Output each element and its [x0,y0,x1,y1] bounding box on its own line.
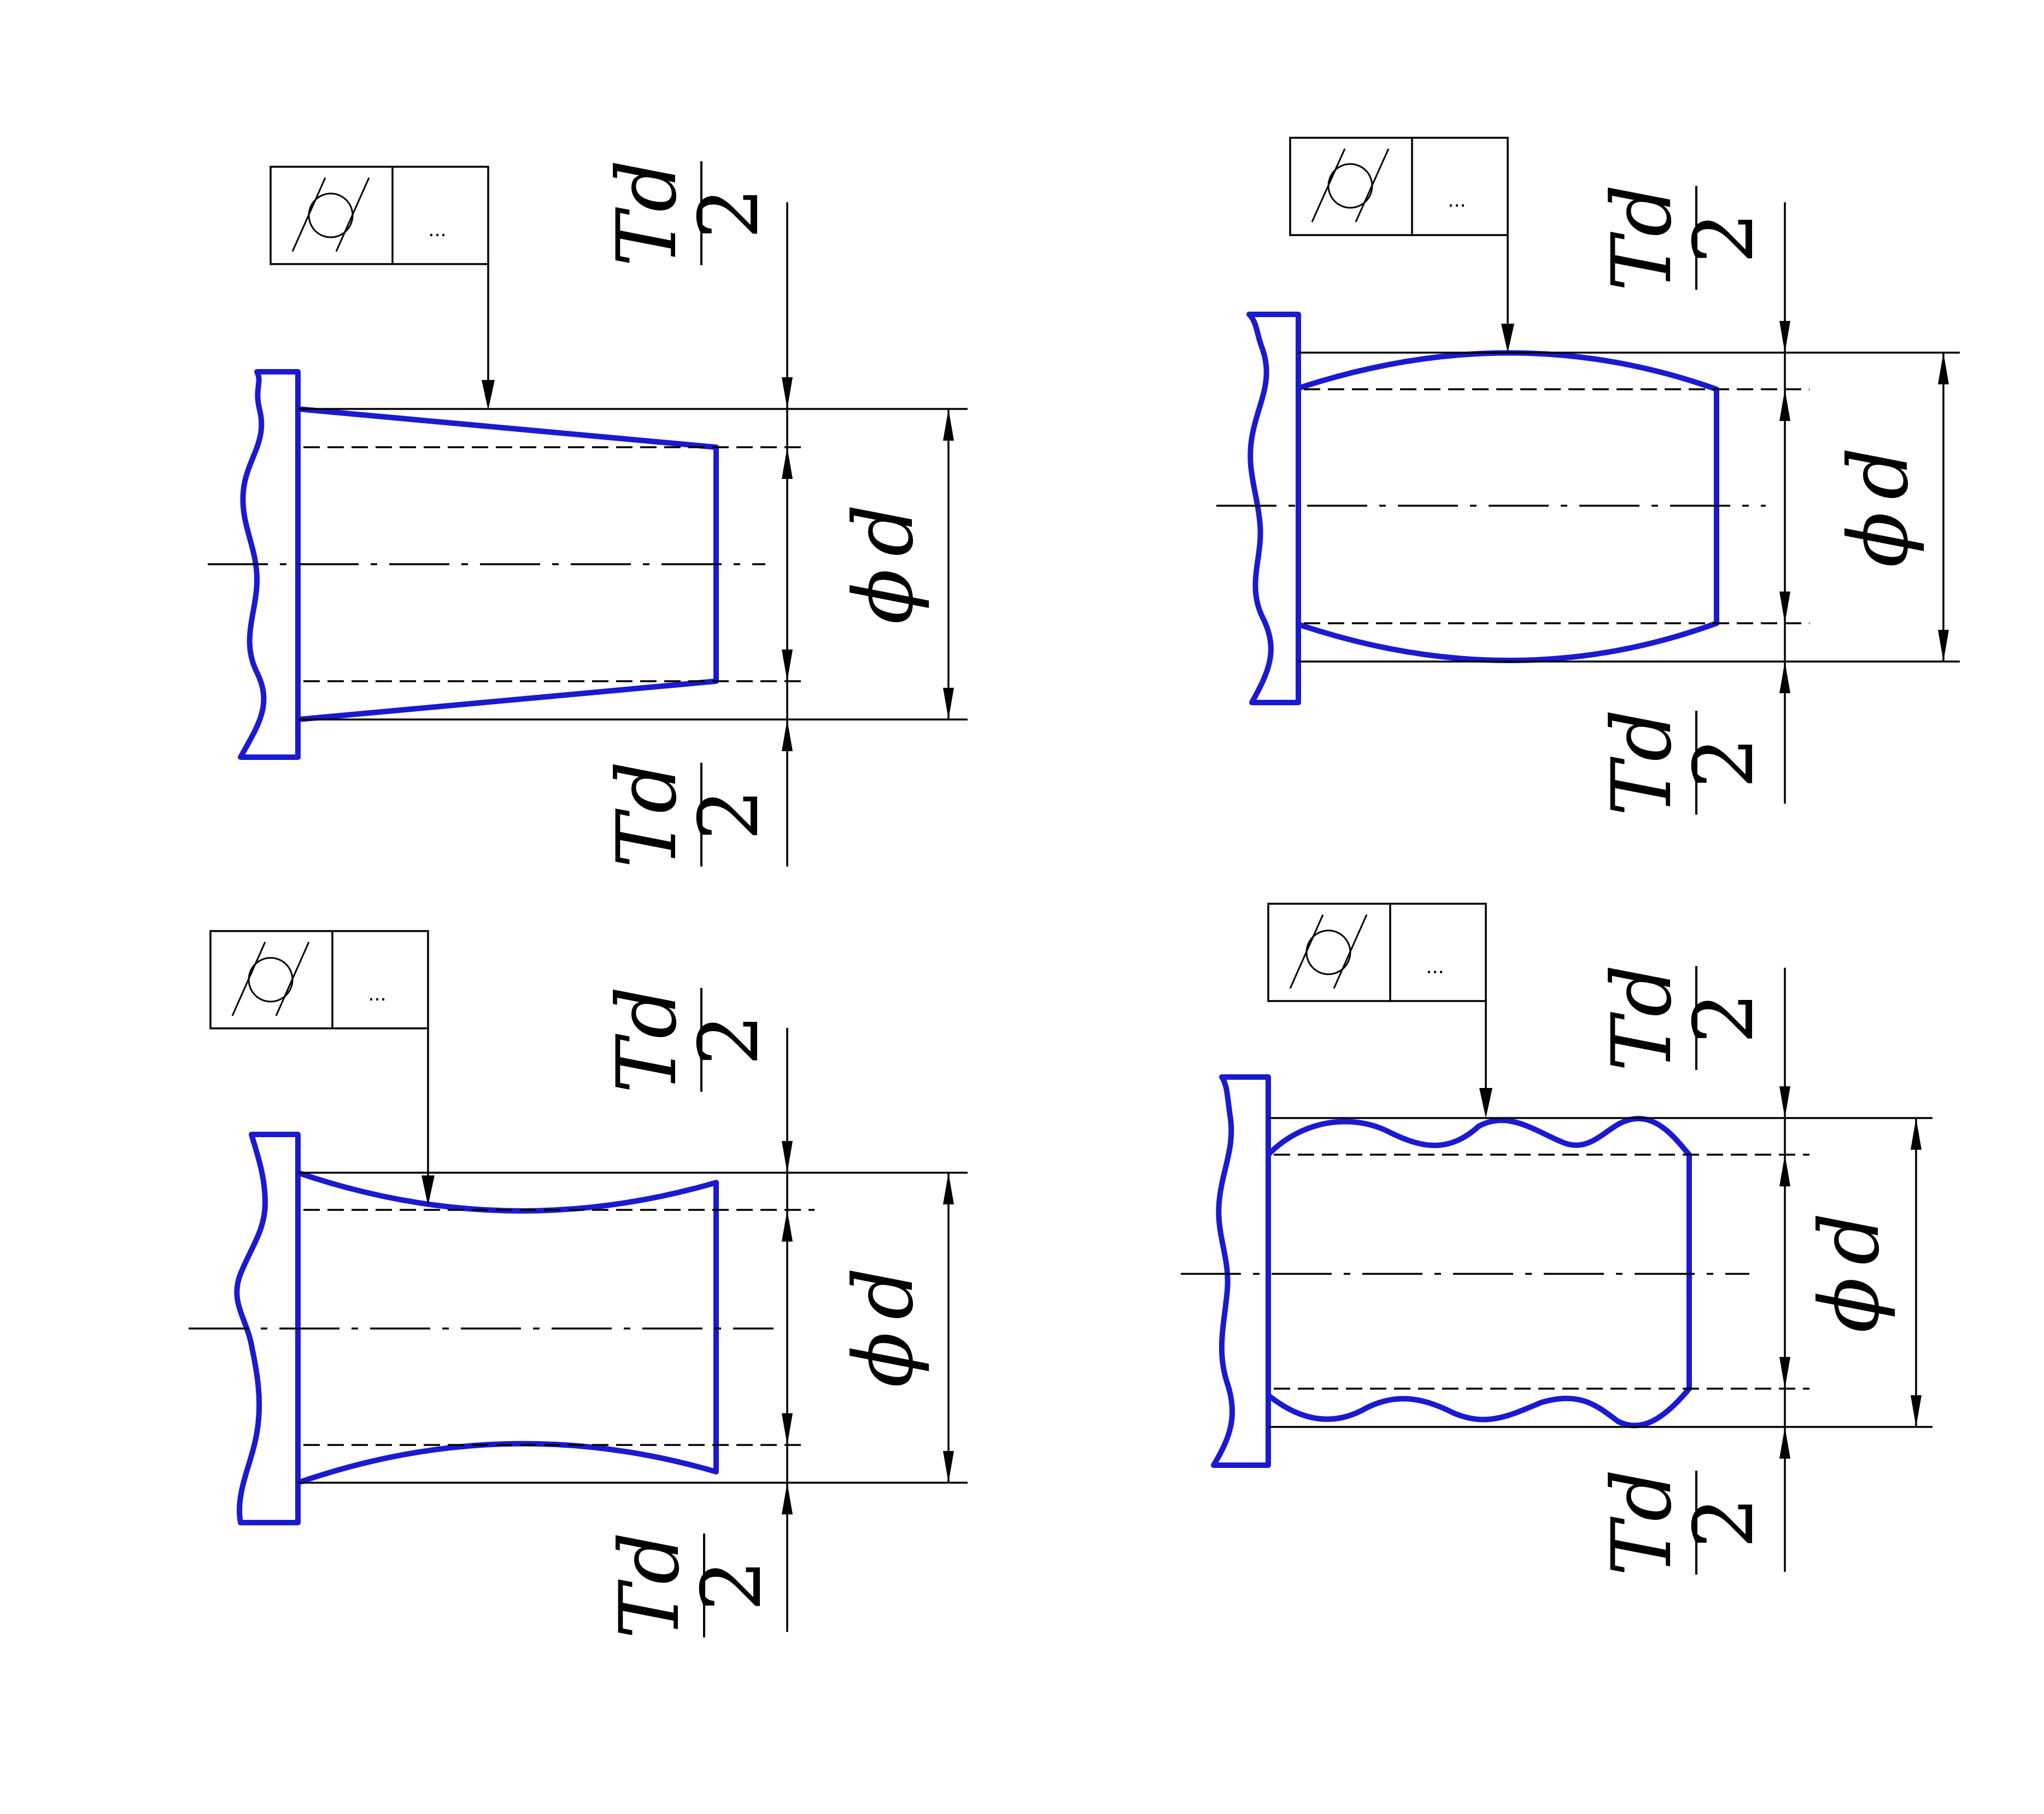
taper-frame-value: ... [428,217,446,241]
saddle-leader-arrowhead [421,1175,435,1206]
svg-text:ϕd: ϕd [1831,447,1926,567]
tolerance-numerator: Td [602,1532,698,1639]
tolerance-denominator: 2 [1677,1496,1772,1548]
tolerance-denominator: 2 [684,1559,780,1611]
arrowhead [1779,321,1790,353]
wavy-tolerance-top-label: Td 2 [1595,964,1772,1072]
tolerance-denominator: 2 [682,1014,777,1066]
svg-text:ϕd: ϕd [836,504,932,624]
arrowhead [782,1210,793,1242]
tolerance-numerator: Td [600,986,695,1093]
barrel-feature-frame: ... [1289,137,1509,236]
cylindricity-icon [1289,914,1368,989]
taper-leader-arrowhead [482,380,495,410]
view-taper: ... Td 2 Td 2 ϕd [208,160,968,868]
taper-tolerance-bottom-label: Td 2 [600,761,777,868]
tolerance-numerator: Td [600,761,695,868]
wavy-diameter-label: ϕd [1802,1213,1897,1333]
arrowhead [782,649,793,681]
arrowhead [1938,353,1949,384]
saddle-wall [234,1132,301,1525]
arrowhead [1911,1395,1922,1427]
saddle-feature-frame: ... [209,930,429,1029]
tolerance-denominator: 2 [1677,212,1772,264]
arrowhead [1779,592,1790,623]
barrel-frame-value: ... [1448,188,1466,212]
barrel-wall [1246,312,1301,705]
taper-feature-frame: ... [270,166,489,265]
tolerance-denominator: 2 [682,187,777,239]
arrowhead [1779,1155,1790,1186]
tolerance-denominator: 2 [682,788,777,840]
barrel-tolerance-top-label: Td 2 [1595,184,1772,291]
barrel-tolerance-bottom-label: Td 2 [1595,709,1772,816]
diameter-letter: d [836,1267,932,1320]
diameter-symbol: ϕ [836,1332,932,1388]
barrel-diameter-label: ϕd [1831,447,1926,567]
taper-wall [238,369,301,760]
wavy-wall [1211,1074,1271,1468]
diameter-letter: d [1831,447,1926,500]
tolerance-numerator: Td [1595,964,1690,1072]
tolerance-numerator: Td [1595,1469,1690,1576]
barrel-leader-arrowhead [1501,324,1514,353]
arrowhead [1779,1357,1790,1389]
tolerance-numerator: Td [1595,709,1690,816]
tolerance-numerator: Td [1595,184,1690,291]
arrowhead [782,447,793,479]
arrowhead [782,1483,793,1514]
wavy-leader-arrowhead [1479,1088,1492,1118]
cylindricity-icon [231,941,310,1016]
tolerance-numerator: Td [600,160,695,267]
arrowhead [943,1451,954,1483]
saddle-tolerance-top-label: Td 2 [600,986,777,1093]
view-barrel: ... Td 2 Td 2 ϕd [1216,137,1960,816]
svg-text:ϕd: ϕd [836,1267,932,1388]
arrowhead [1938,630,1949,662]
arrowhead [782,377,793,409]
arrowhead [1779,1427,1790,1459]
arrowhead [1911,1118,1922,1150]
arrowhead [943,409,954,441]
tolerance-denominator: 2 [1677,992,1772,1044]
wavy-profile [1266,1116,1692,1429]
wavy-tolerance-bottom-label: Td 2 [1595,1469,1772,1576]
saddle-diameter-label: ϕd [836,1267,932,1388]
saddle-frame-value: ... [368,981,386,1005]
diameter-symbol: ϕ [1831,512,1926,567]
saddle-profile [295,1170,719,1485]
wavy-frame-value: ... [1426,954,1444,978]
arrowhead [1779,1086,1790,1118]
arrowhead [782,1413,793,1445]
tolerance-denominator: 2 [1677,736,1772,788]
arrowhead [782,719,793,751]
diameter-letter: d [1802,1213,1897,1265]
diameter-letter: d [836,504,932,557]
cylindricity-icon [291,177,370,252]
arrowhead [782,1141,793,1173]
diameter-symbol: ϕ [836,569,932,624]
taper-tolerance-top-label: Td 2 [600,160,777,267]
view-saddle: ... Td 2 Td 2 ϕd [189,930,968,1639]
wavy-feature-frame: ... [1267,903,1487,1002]
cylindricity-icon [1311,148,1390,223]
taper-diameter-label: ϕd [836,504,932,624]
view-wavy: ... Td 2 Td 2 ϕd [1181,903,1932,1576]
saddle-tolerance-bottom-label: Td 2 [602,1532,780,1639]
arrowhead [1779,662,1790,693]
arrowhead [1779,389,1790,421]
svg-text:ϕd: ϕd [1802,1213,1897,1333]
arrowhead [943,688,954,719]
diameter-symbol: ϕ [1802,1277,1897,1333]
arrowhead [943,1173,954,1204]
